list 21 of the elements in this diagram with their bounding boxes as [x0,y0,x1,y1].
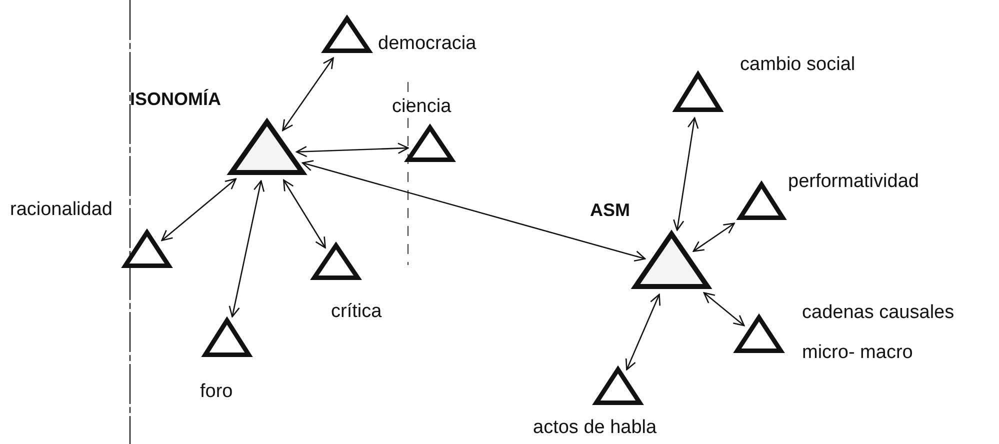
double-arrow [692,222,735,252]
node-label: cadenas causales micro- macro [802,301,956,365]
node-label: racionalidad [10,198,112,222]
double-arrow [673,117,699,231]
double-arrow [282,57,334,132]
double-arrow [161,178,237,242]
double-arrow [302,160,646,262]
node-label: crítica [331,300,382,324]
double-arrow [625,294,661,370]
node-label: actos de habla [533,416,657,440]
node-label: democracia [378,32,476,56]
node-label: foro [200,380,233,404]
node-label: cambio social [740,53,856,77]
node-label: ciencia [392,95,452,119]
node-label: ASM [590,199,630,222]
double-arrow [296,142,409,158]
double-arrow [283,179,326,248]
double-arrow [228,180,265,318]
double-arrow [703,292,745,326]
node-label: performatividad [788,170,919,194]
node-label: ISONOMÍA [130,88,222,111]
